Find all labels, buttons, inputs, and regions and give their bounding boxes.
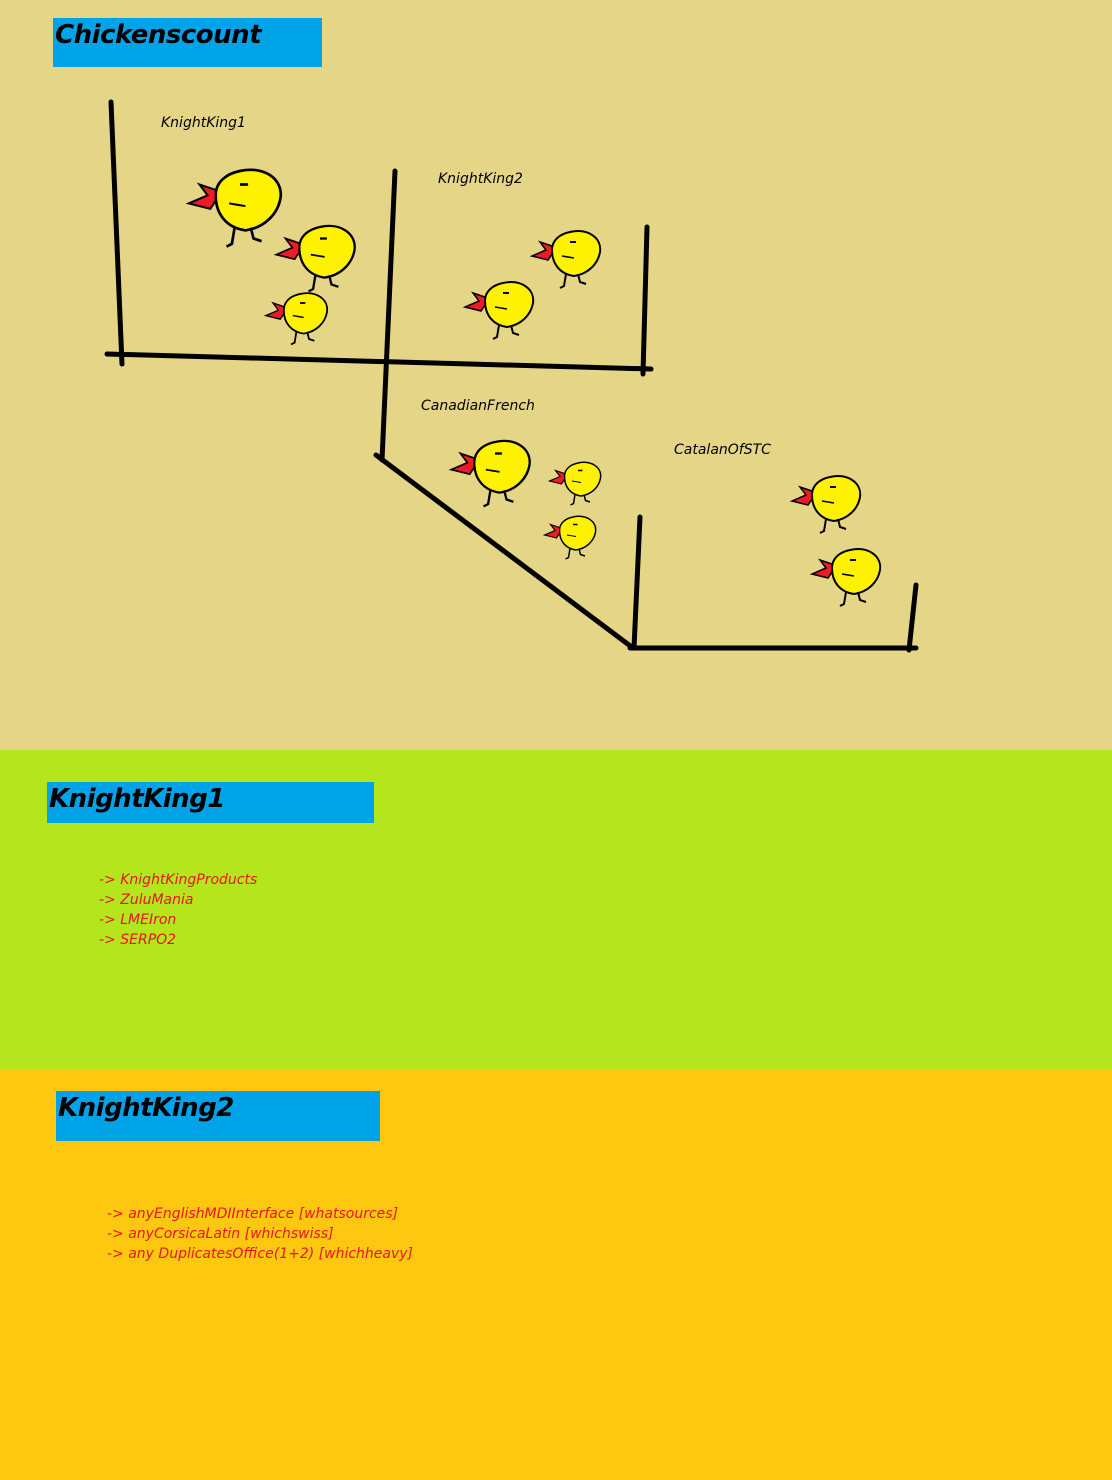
list-item: -> any DuplicatesOffice(1+2) [whichheavy… <box>107 1246 413 1262</box>
boundary-lines <box>104 99 919 653</box>
map-drawing <box>104 99 919 653</box>
chicken-icon <box>548 461 602 506</box>
knightking2-title: KnightKing2 <box>58 1093 234 1123</box>
list-item: -> ZuluMania <box>99 892 194 908</box>
knightking2-list: -> anyEnglishMDIInterface [whatsources] … <box>107 1204 413 1264</box>
chicken-icon <box>464 281 535 340</box>
chicken-icon <box>531 230 602 289</box>
chicken-icon <box>811 548 882 607</box>
page-title-box: Chickenscount <box>53 18 322 67</box>
list-item: -> anyEnglishMDIInterface [whatsources] <box>107 1206 399 1222</box>
chicken-icon <box>187 168 283 248</box>
knightking1-title-box: KnightKing1 <box>47 782 374 823</box>
knightking1-section: KnightKing1 -> KnightKingProducts -> Zul… <box>0 750 1112 1070</box>
list-item: -> KnightKingProducts <box>99 872 258 888</box>
knightking1-list: -> KnightKingProducts -> ZuluMania -> LM… <box>99 870 257 950</box>
chicken-icon <box>264 292 329 346</box>
chicken-icon <box>275 224 356 293</box>
group-label-canadianfrench: CanadianFrench <box>421 398 535 414</box>
group-label-knightking2: KnightKing2 <box>438 171 523 187</box>
chicken-icon <box>791 475 862 534</box>
list-item: -> LMEIron <box>99 912 177 928</box>
chicken-icon <box>543 515 597 560</box>
group-label-knightking1: KnightKing1 <box>161 115 246 131</box>
knightking2-title-box: KnightKing2 <box>56 1091 380 1141</box>
chicken-icon <box>450 439 531 508</box>
group-label-catalanofstc: CatalanOfSTC <box>674 442 771 458</box>
map-section: Chickenscount <box>0 0 1112 750</box>
list-item: -> SERPO2 <box>99 932 177 948</box>
list-item: -> anyCorsicaLatin [whichswiss] <box>107 1226 334 1242</box>
knightking1-title: KnightKing1 <box>49 784 225 814</box>
knightking2-section: KnightKing2 -> anyEnglishMDIInterface [w… <box>0 1070 1112 1480</box>
page-title: Chickenscount <box>55 20 262 50</box>
